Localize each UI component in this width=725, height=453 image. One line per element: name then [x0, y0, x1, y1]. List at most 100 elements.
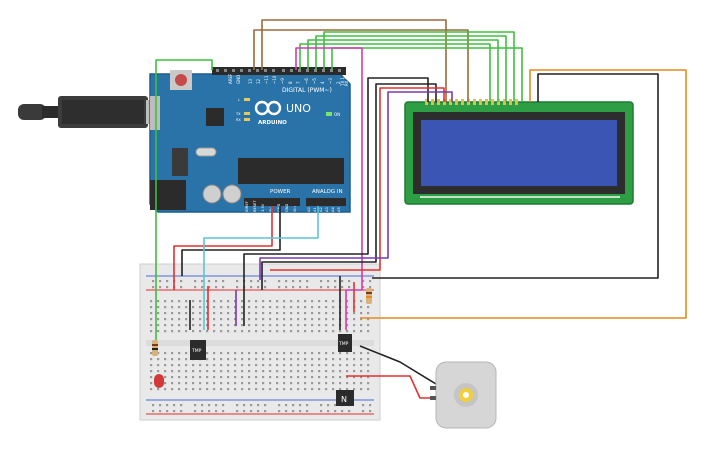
breadboard-hole — [276, 300, 279, 303]
breadboard-hole — [362, 410, 365, 413]
breadboard-hole — [262, 364, 265, 367]
capacitor-2 — [222, 184, 242, 204]
breadboard-hole — [339, 376, 342, 379]
breadboard-hole — [367, 364, 370, 367]
breadboard-hole — [269, 364, 272, 367]
breadboard-hole — [360, 364, 363, 367]
breadboard-hole — [304, 388, 307, 391]
breadboard-hole — [367, 352, 370, 355]
breadboard-hole — [290, 352, 293, 355]
breadboard-hole — [318, 370, 321, 373]
breadboard-hole — [304, 376, 307, 379]
breadboard-hole — [318, 300, 321, 303]
breadboard-hole — [222, 280, 225, 283]
breadboard-hole — [171, 330, 174, 333]
breadboard-hole — [248, 370, 251, 373]
breadboard-hole — [199, 318, 202, 321]
breadboard-hole — [276, 382, 279, 385]
board-model: UNO — [286, 102, 311, 115]
breadboard-hole — [171, 306, 174, 309]
breadboard-hole — [171, 364, 174, 367]
breadboard-hole — [318, 306, 321, 309]
l-led-label: L — [238, 98, 240, 102]
breadboard-hole — [236, 286, 239, 289]
breadboard-hole — [201, 280, 204, 283]
breadboard-hole — [360, 388, 363, 391]
breadboard-hole — [276, 306, 279, 309]
breadboard-hole — [290, 358, 293, 361]
breadboard-hole — [159, 404, 162, 407]
breadboard-hole — [320, 286, 323, 289]
breadboard-hole — [353, 324, 356, 327]
breadboard-hole — [276, 376, 279, 379]
breadboard-hole — [171, 324, 174, 327]
breadboard-hole — [360, 370, 363, 373]
breadboard-hole — [227, 318, 230, 321]
breadboard-hole — [320, 280, 323, 283]
breadboard-hole — [360, 306, 363, 309]
breadboard-hole — [360, 330, 363, 333]
breadboard-hole — [241, 312, 244, 315]
breadboard-hole — [150, 364, 153, 367]
breadboard-hole — [334, 410, 337, 413]
breadboard-hole — [157, 330, 160, 333]
breadboard-hole — [152, 286, 155, 289]
breadboard-hole — [213, 370, 216, 373]
pin-label-a5: A5 — [337, 207, 341, 212]
breadboard-hole — [248, 312, 251, 315]
breadboard-hole — [297, 306, 300, 309]
breadboard-hole — [150, 312, 153, 315]
breadboard-hole — [248, 318, 251, 321]
breadboard-hole — [150, 382, 153, 385]
breadboard-hole — [178, 352, 181, 355]
breadboard-hole — [264, 280, 267, 283]
breadboard-hole — [248, 382, 251, 385]
wire-brown-2 — [261, 19, 447, 102]
arduino-logo-text: ARDUINO — [258, 120, 287, 126]
breadboard-hole — [367, 312, 370, 315]
breadboard-hole — [262, 388, 265, 391]
pin-label-8: 8 — [288, 81, 293, 84]
breadboard-hole — [250, 280, 253, 283]
breadboard-hole — [255, 324, 258, 327]
breadboard-hole — [353, 382, 356, 385]
breadboard-hole — [276, 364, 279, 367]
breadboard-hole — [304, 318, 307, 321]
breadboard-hole — [262, 370, 265, 373]
breadboard-hole — [257, 404, 260, 407]
breadboard-hole — [325, 330, 328, 333]
transistor-2-label: TMP — [338, 341, 349, 347]
regulator — [172, 148, 188, 176]
breadboard-hole — [206, 370, 209, 373]
breadboard-hole — [297, 318, 300, 321]
breadboard-hole — [166, 404, 169, 407]
wire-brown-1 — [253, 29, 469, 102]
breadboard-hole — [213, 330, 216, 333]
breadboard-hole — [325, 358, 328, 361]
breadboard-hole — [171, 318, 174, 321]
breadboard-hole — [192, 300, 195, 303]
breadboard-hole — [227, 312, 230, 315]
wire-black-gnd — [181, 206, 281, 276]
pin-label-7: 7 — [296, 81, 301, 84]
breadboard-hole — [213, 352, 216, 355]
breadboard-hole — [367, 370, 370, 373]
breadboard-hole — [206, 364, 209, 367]
breadboard-hole — [185, 300, 188, 303]
breadboard-hole — [369, 404, 372, 407]
power-header — [244, 198, 300, 206]
breadboard-hole — [178, 382, 181, 385]
breadboard-hole — [248, 376, 251, 379]
breadboard-hole — [241, 364, 244, 367]
breadboard-hole — [220, 306, 223, 309]
breadboard-hole — [318, 364, 321, 367]
breadboard-hole — [220, 324, 223, 327]
breadboard-hole — [257, 280, 260, 283]
breadboard-hole — [234, 330, 237, 333]
breadboard-hole — [150, 352, 153, 355]
breadboard-hole — [180, 404, 183, 407]
breadboard-hole — [241, 318, 244, 321]
breadboard-hole — [150, 318, 153, 321]
breadboard-hole — [325, 388, 328, 391]
breadboard-hole — [199, 306, 202, 309]
